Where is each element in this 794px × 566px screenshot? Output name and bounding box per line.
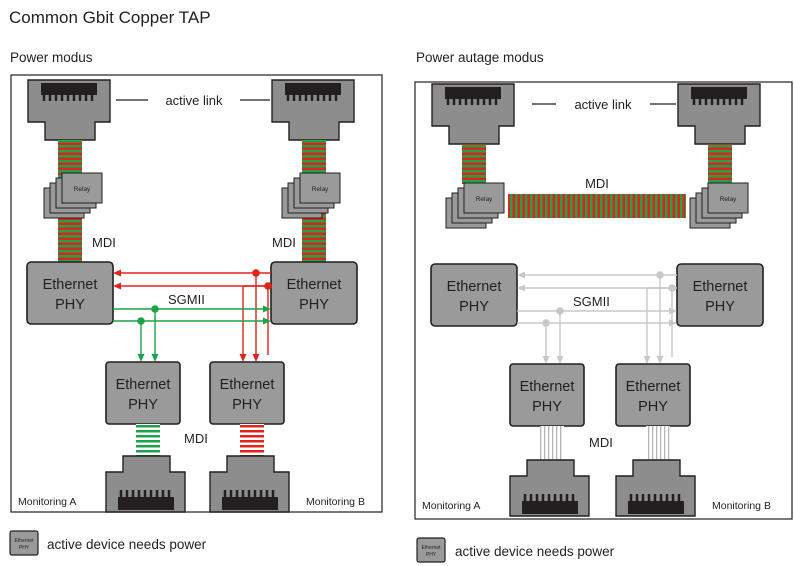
mdi-label-right: MDI (272, 235, 296, 250)
monitoring-a-label: Monitoring A (18, 496, 76, 508)
legend-device-icon (416, 537, 446, 563)
rj45-jack-monitor-b (615, 459, 696, 517)
ethernet-phy-monitor-a: Ethernet PHY (105, 361, 181, 425)
svg-text:Ethernet: Ethernet (43, 277, 98, 293)
legend-device-icon (9, 530, 39, 556)
mdi-cable-monitor-a (540, 426, 564, 460)
mdi-cable-top-left (462, 144, 486, 184)
svg-text:PHY: PHY (638, 399, 668, 415)
relay-left: Relay (43, 172, 103, 219)
mdi-label-horizontal: MDI (585, 176, 609, 191)
mdi-cable-monitor-a (136, 424, 160, 456)
active-link-label: active link (574, 97, 632, 112)
svg-text:Ethernet: Ethernet (520, 379, 575, 395)
mdi-cable-top-right (708, 144, 732, 184)
svg-text:PHY: PHY (705, 299, 735, 315)
rj45-jack-monitor-a (105, 455, 186, 513)
svg-text:Ethernet: Ethernet (116, 377, 171, 393)
ethernet-phy-monitor-b: Ethernet PHY (209, 361, 285, 425)
rj45-jack-top-left (431, 83, 515, 145)
svg-text:Ethernet: Ethernet (220, 377, 275, 393)
mdi-label-left: MDI (92, 235, 116, 250)
ethernet-phy-top-right: Ethernet PHY (270, 261, 358, 325)
rj45-jack-top-right (271, 79, 355, 141)
monitoring-b-label: Monitoring B (306, 496, 365, 508)
svg-text:PHY: PHY (532, 399, 562, 415)
mdi-label-bottom: MDI (589, 435, 613, 450)
svg-text:PHY: PHY (55, 297, 85, 313)
rj45-jack-monitor-a (509, 459, 590, 517)
rj45-jack-top-right (677, 83, 761, 145)
rj45-jack-monitor-b (209, 455, 290, 513)
svg-text:PHY: PHY (232, 397, 262, 413)
mdi-cable-right-lower (302, 212, 326, 262)
sgmii-label: SGMII (168, 292, 205, 307)
svg-text:PHY: PHY (19, 545, 30, 551)
relay-label: Relay (476, 196, 493, 203)
mdi-cable-monitor-b (240, 424, 264, 456)
ethernet-phy-top-left: Ethernet PHY (430, 263, 518, 327)
monitoring-b-label: Monitoring B (712, 500, 771, 512)
relay-label: Relay (312, 186, 329, 193)
svg-text:Ethernet: Ethernet (626, 379, 681, 395)
relay-right: Relay (281, 172, 341, 219)
legend-text: active device needs power (47, 537, 207, 552)
diagram-title: Common Gbit Copper TAP (9, 8, 211, 27)
svg-text:Ethernet: Ethernet (287, 277, 342, 293)
svg-text:PHY: PHY (459, 299, 489, 315)
panel-title: Power modus (10, 50, 93, 65)
svg-text:PHY: PHY (128, 397, 158, 413)
svg-text:Ethernet: Ethernet (693, 279, 748, 295)
sgmii-label: SGMII (573, 294, 610, 309)
panel-title: Power autage modus (416, 50, 544, 65)
monitoring-a-label: Monitoring A (422, 500, 480, 512)
sgmii-inactive-lines (517, 271, 677, 364)
svg-text:Ethernet: Ethernet (447, 279, 502, 295)
svg-text:Ethernet: Ethernet (422, 545, 442, 551)
panel-outage: Power autage modus active link MDI R (414, 50, 793, 520)
svg-text:PHY: PHY (426, 552, 437, 558)
legend-text: active device needs power (455, 544, 615, 559)
legend-left: Ethernet PHY active device needs power (9, 530, 207, 556)
rj45-jack-top-left (27, 79, 111, 141)
svg-text:PHY: PHY (299, 297, 329, 313)
mdi-cable-bridge (508, 194, 686, 218)
mdi-label-bottom: MDI (184, 431, 208, 446)
legend-right: Ethernet PHY active device needs power (416, 537, 615, 563)
relay-label: Relay (720, 196, 737, 203)
ethernet-phy-monitor-a: Ethernet PHY (509, 363, 585, 427)
relay-label: Relay (74, 186, 91, 193)
mdi-cable-left-lower (58, 212, 82, 262)
panel-power: Power modus active link Relay (10, 50, 383, 513)
ethernet-phy-top-right: Ethernet PHY (676, 263, 764, 327)
sgmii-green-lines (113, 305, 271, 362)
svg-text:Ethernet: Ethernet (15, 538, 35, 544)
mdi-cable-monitor-b (646, 426, 670, 460)
active-link-label: active link (165, 93, 223, 108)
relay-left: Relay (445, 182, 505, 229)
relay-right: Relay (689, 182, 749, 229)
ethernet-phy-top-left: Ethernet PHY (26, 261, 114, 325)
ethernet-phy-monitor-b: Ethernet PHY (615, 363, 691, 427)
